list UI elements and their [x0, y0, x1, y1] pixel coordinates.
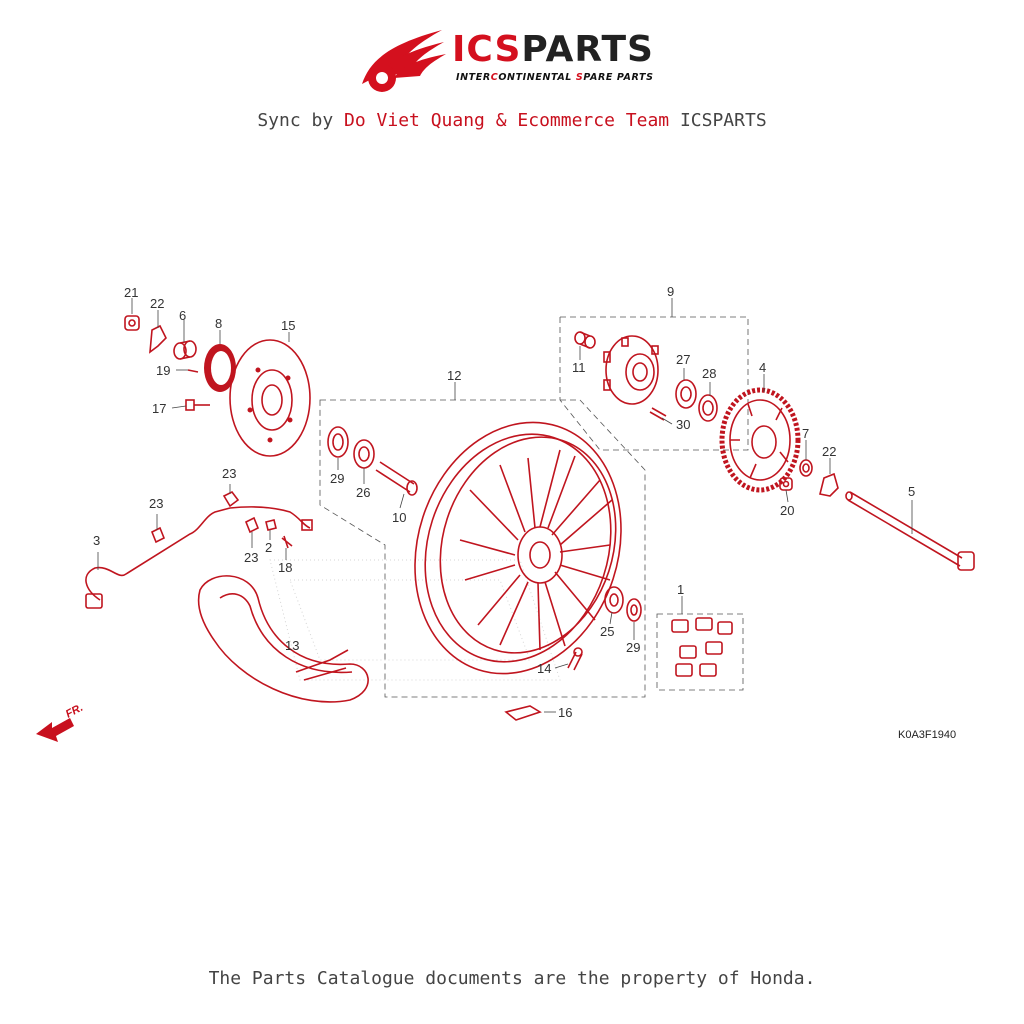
part-1-dampers [671, 617, 733, 677]
part-27-seal [698, 394, 718, 422]
part-9-hub-flange [603, 335, 659, 405]
callout-23: 23 [222, 466, 236, 481]
part-23-clamp [150, 526, 166, 544]
tagline-part: ONTINENTAL [498, 72, 576, 83]
callout-17: 17 [152, 401, 166, 416]
tagline-part: S [575, 72, 584, 83]
part-23-clamp [222, 490, 240, 508]
callout-21: 21 [124, 285, 138, 300]
callout-30: 30 [676, 417, 690, 432]
part-14-valve [567, 647, 583, 671]
callout-14: 14 [537, 661, 551, 676]
callout-19: 19 [156, 363, 170, 378]
part-8-seal [204, 344, 236, 392]
callout-20: 20 [780, 503, 794, 518]
callout-4: 4 [759, 360, 766, 375]
callout-9: 9 [667, 284, 674, 299]
front-label: FR. [64, 702, 85, 721]
part-6-collar [173, 340, 197, 360]
tagline-part: PARE PARTS [583, 72, 654, 83]
brand-name: ICSPARTS [452, 30, 654, 70]
part-4-sprocket [719, 387, 801, 493]
callout-22: 22 [150, 296, 164, 311]
part-30-pin [649, 407, 667, 421]
tagline-part: C [490, 72, 499, 83]
part-3-sensor-harness [85, 506, 313, 609]
callout-6: 6 [179, 308, 186, 323]
part-19-bolt [187, 369, 199, 373]
part-7-collar [799, 459, 813, 477]
callout-13: 13 [285, 638, 299, 653]
callout-11: 11 [572, 360, 586, 375]
part-22-bracket [819, 472, 839, 497]
callout-27: 28 [702, 366, 716, 381]
brand-tagline: INTERCONTINENTAL SPARE PARTS [456, 72, 654, 83]
part-16-balance-weight [504, 705, 542, 721]
part-22-bracket [149, 324, 167, 354]
callout-5: 5 [908, 484, 915, 499]
callout-18: 18 [278, 560, 292, 575]
icsparts-logo [362, 30, 446, 92]
callout-29: 29 [626, 640, 640, 655]
part-12-wheel [414, 421, 622, 675]
callout-23: 23 [244, 550, 258, 565]
front-direction-indicator: FR. [36, 702, 85, 742]
sync-credit: Sync by Do Viet Quang & Ecommerce Team I… [0, 110, 1024, 131]
group-box-1 [656, 613, 744, 691]
group-box-9 [559, 316, 749, 451]
watermark-pattern [269, 559, 561, 681]
part-21-nut [124, 315, 140, 331]
brand-prefix: ICS [452, 29, 522, 70]
callout-22: 22 [822, 444, 836, 459]
sync-highlight: Do Viet Quang & Ecommerce Team [344, 110, 670, 131]
part-2-clip [265, 519, 277, 531]
callout-24: 25 [600, 624, 614, 639]
footer-notice: The Parts Catalogue documents are the pr… [208, 968, 816, 989]
part-11-bolt [574, 331, 596, 349]
part-25-bearing [353, 439, 375, 469]
part-18-bolt [281, 535, 293, 549]
callout-8: 8 [215, 316, 222, 331]
group-box-12 [319, 399, 646, 698]
arrow-left-icon [36, 718, 74, 742]
callout-12: 12 [447, 368, 461, 383]
part-15-brake-disc [229, 339, 311, 457]
callout-26: 27 [676, 352, 690, 367]
part-24-bearing [604, 586, 624, 614]
part-28-seal [327, 426, 349, 458]
part-10-spacer [375, 461, 418, 496]
diagram-code: K0A3F1940 [898, 729, 956, 741]
brand-suffix: PARTS [521, 29, 654, 70]
part-13-tire [197, 575, 369, 703]
part-23-clamp [244, 516, 260, 534]
part-5-axle [845, 491, 975, 571]
sync-suffix: ICSPARTS [669, 110, 767, 131]
callout-23: 23 [149, 496, 163, 511]
leader-lines [97, 298, 913, 713]
sync-prefix: Sync by [257, 110, 345, 131]
callout-7: 7 [802, 426, 809, 441]
callout-3: 3 [93, 533, 100, 548]
part-17-bolt [185, 399, 210, 411]
logo-wings-icon [362, 30, 446, 92]
callout-2: 2 [265, 540, 272, 555]
part-26-bearing [675, 379, 697, 409]
callout-labels: 21 22 6 8 15 19 17 9 12 11 27 28 30 4 7 … [93, 284, 915, 720]
callout-25: 26 [356, 485, 370, 500]
callout-28: 29 [330, 471, 344, 486]
callout-1: 1 [677, 582, 684, 597]
callout-10: 10 [392, 510, 406, 525]
part-29-seal [626, 598, 642, 622]
callout-16: 16 [558, 705, 572, 720]
callout-15: 15 [281, 318, 295, 333]
tagline-part: INTER [456, 72, 491, 83]
